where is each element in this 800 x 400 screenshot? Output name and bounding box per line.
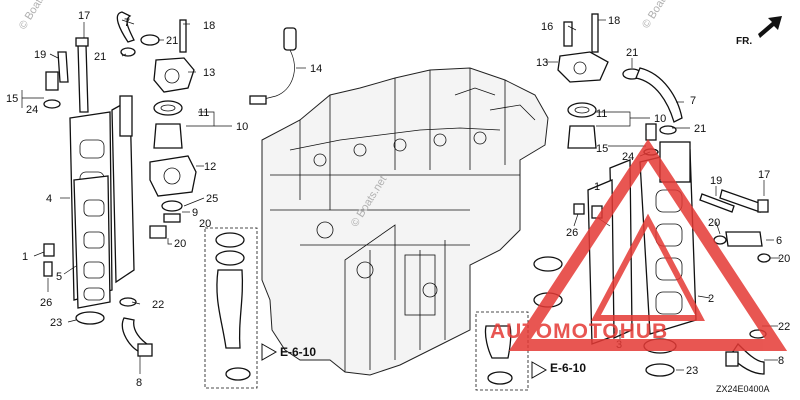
clip-22a (119, 297, 137, 307)
bolt-17a (77, 44, 89, 113)
thermostat-cover-13a (153, 57, 195, 93)
callout-labels: 17 7 18 19 21 21 13 14 15 24 11 10 12 4 … (6, 10, 790, 389)
callout-18: 18 (203, 20, 215, 32)
thermostat-10a (153, 123, 183, 149)
callout-7: 7 (124, 17, 130, 29)
callout-2: 2 (708, 293, 714, 305)
watermark-top-left: © Boats.net (17, 0, 58, 32)
seal-11a (153, 100, 183, 116)
callout-11: 11 (198, 107, 209, 119)
callout-12: 12 (204, 161, 216, 173)
callout-26: 26 (40, 297, 52, 309)
left-exhaust-cover-assembly (43, 11, 297, 357)
callout-23: 23 (50, 317, 62, 329)
callout-10: 10 (654, 113, 666, 125)
thermostat-10b (567, 125, 597, 149)
callout-19: 19 (34, 49, 46, 61)
bolt-18a (179, 19, 187, 53)
inset-left (204, 227, 278, 389)
hose-20a (149, 225, 167, 239)
callout-21: 21 (166, 35, 178, 47)
brand-logo: AUTOMOTOHUB (490, 139, 788, 351)
callout-16: 16 (541, 21, 553, 33)
temp-sensor-14 (283, 27, 297, 51)
callout-1: 1 (594, 181, 600, 193)
brand-wordmark: AUTOMOTOHUB (490, 320, 668, 343)
hose-6 (725, 231, 763, 247)
bolt-19a (57, 51, 69, 83)
thermostat-cover-13b (557, 51, 609, 83)
callout-13: 13 (536, 57, 548, 69)
callout-8: 8 (778, 355, 784, 367)
callout-21: 21 (94, 51, 106, 63)
callout-6: 6 (776, 235, 782, 247)
hose-7a (116, 11, 135, 43)
callout-14: 14 (310, 63, 322, 75)
front-arrow-icon (758, 16, 782, 38)
clip-21d (659, 125, 677, 135)
bolt-18b (591, 13, 599, 53)
callout-9: 9 (192, 207, 198, 219)
front-label: FR. (736, 36, 752, 47)
clip-20d (757, 253, 771, 263)
callout-26: 26 (566, 227, 578, 239)
oring-25 (161, 200, 183, 212)
gasket-inner (73, 175, 111, 309)
callout-17: 17 (78, 10, 90, 22)
seal-23b (645, 363, 675, 377)
callout-23: 23 (686, 365, 698, 377)
hose-7b (635, 67, 683, 123)
callout-21: 21 (694, 123, 706, 135)
clip-21a (140, 34, 160, 46)
joint-9 (163, 213, 181, 223)
callout-13: 13 (203, 67, 215, 79)
callout-24: 24 (622, 151, 634, 163)
plug-1a (43, 243, 55, 257)
callout-1: 1 (22, 251, 28, 263)
callout-17: 17 (758, 169, 770, 181)
callout-20: 20 (778, 253, 790, 265)
bolt-16 (563, 21, 573, 47)
callout-10: 10 (236, 121, 248, 133)
callout-7: 7 (690, 95, 696, 107)
clip-21b (120, 47, 136, 57)
seal-11b (567, 102, 597, 118)
diagram-code: ZX24E0400A (716, 384, 770, 394)
callout-21: 21 (626, 47, 638, 59)
callout-19: 19 (710, 175, 722, 187)
callout-20: 20 (174, 238, 186, 250)
callout-5: 5 (56, 271, 62, 283)
callout-20: 20 (199, 218, 211, 230)
callout-15: 15 (596, 143, 608, 155)
callout-22: 22 (778, 321, 790, 333)
housing-12 (149, 155, 197, 197)
seal-23a (75, 311, 105, 325)
callout-18: 18 (608, 15, 620, 27)
callout-11: 11 (596, 108, 607, 120)
front-direction-indicator: FR. (736, 16, 782, 47)
reference-e-6-10-left: E-6-10 (280, 345, 316, 359)
bolt-19b (699, 193, 735, 213)
bolt-26a (43, 261, 53, 277)
reference-e-6-10-right: E-6-10 (550, 361, 586, 375)
plug-15a (45, 71, 59, 91)
callout-8: 8 (136, 377, 142, 389)
callout-22: 22 (152, 299, 164, 311)
plug-15b (645, 123, 657, 141)
callout-20: 20 (708, 217, 720, 229)
callout-24: 24 (26, 104, 38, 116)
callout-25: 25 (206, 193, 218, 205)
engine-block (261, 67, 549, 376)
callout-4: 4 (46, 193, 52, 205)
callout-15: 15 (6, 93, 18, 105)
bolt-26b (573, 203, 585, 215)
watermark-top-right: © Boats (640, 0, 671, 31)
